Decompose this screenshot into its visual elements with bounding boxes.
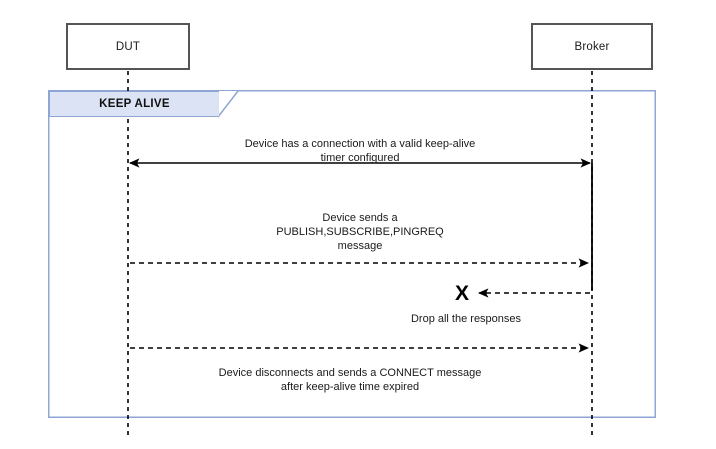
actor-label-broker: Broker — [574, 40, 610, 53]
message-label-drop-responses: Drop all the responses — [410, 313, 522, 325]
message-label-connect-after-expiry: Device disconnects and sends a CONNECT m… — [218, 367, 482, 393]
message-label-keepalive-timer: Device has a connection with a valid kee… — [244, 138, 476, 164]
actor-label-dut: DUT — [115, 40, 141, 53]
frame-label-keep-alive[interactable]: KEEP ALIVE — [49, 91, 219, 117]
frame-label-corner-edge — [217, 90, 239, 118]
actor-box-dut[interactable]: DUT — [66, 23, 190, 70]
message-label-publish-subscribe-pingreq: Device sends a PUBLISH,SUBSCRIBE,PINGREQ… — [276, 212, 444, 252]
interaction-frame — [48, 90, 656, 418]
drop-marker-x-icon: X — [455, 282, 470, 305]
actor-box-broker[interactable]: Broker — [531, 23, 653, 70]
frame-label-text: KEEP ALIVE — [99, 98, 170, 110]
